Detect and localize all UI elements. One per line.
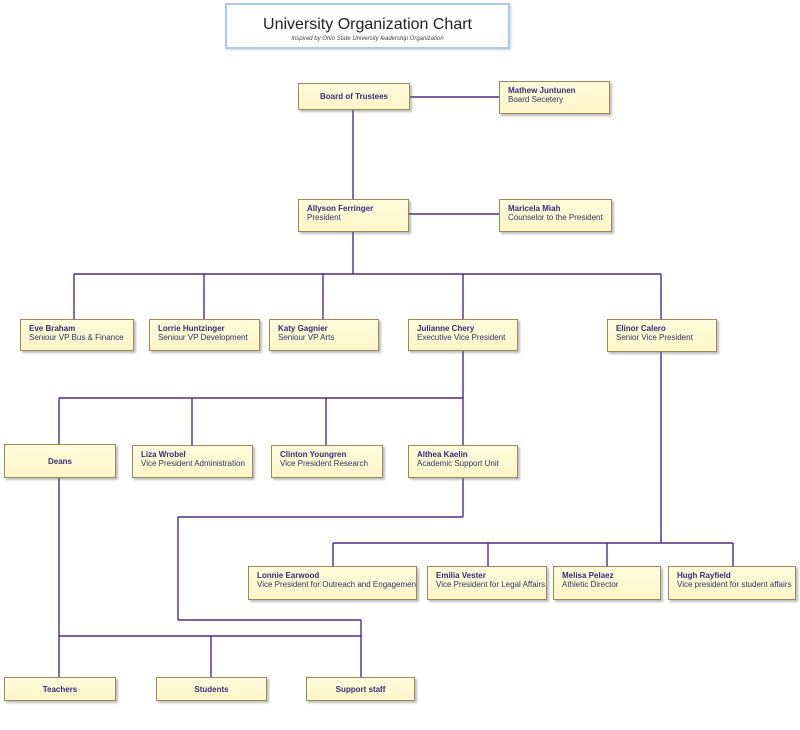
node-liza-wrobel[interactable]: Liza Wrobel Vice President Administratio…	[132, 445, 253, 478]
node-eve-braham[interactable]: Eve Braham Seniour VP Bus & Finance	[20, 319, 134, 351]
node-name: Students	[194, 684, 229, 694]
node-president[interactable]: Allyson Ferringer President	[298, 199, 409, 232]
node-julianne-chery[interactable]: Julianne Chery Executive Vice President	[408, 319, 518, 351]
node-role: Senior Vice President	[616, 333, 693, 342]
chart-subtitle: Inspired by Ohio State University leader…	[291, 36, 444, 42]
node-teachers[interactable]: Teachers	[4, 677, 116, 701]
node-deans[interactable]: Deans	[4, 444, 116, 478]
node-name: Board of Trustees	[319, 92, 388, 101]
node-name: Elinor Calero	[616, 324, 666, 333]
node-name: Support staff	[335, 684, 386, 694]
node-board-of-trustees[interactable]: Board of Trustees	[298, 83, 410, 110]
node-role: Vice President Research	[280, 459, 368, 468]
node-name: Julianne Chery	[417, 324, 475, 333]
node-role: Vice president for student affairs	[677, 580, 792, 589]
node-hugh-rayfield[interactable]: Hugh Rayfield Vice president for student…	[668, 566, 796, 600]
node-name: Mathew Juntunen	[508, 86, 576, 95]
node-role: Board Secetery	[508, 95, 564, 104]
node-name: Emilia Vester	[436, 571, 486, 580]
node-elinor-calero[interactable]: Elinor Calero Senior Vice President	[607, 319, 717, 352]
node-name: Lonnie Earwood	[257, 571, 320, 580]
node-name: Teachers	[42, 684, 78, 694]
node-name: Lorrie Huntzinger	[158, 324, 225, 333]
node-melisa-pelaez[interactable]: Melisa Pelaez Athletic Director	[553, 566, 661, 600]
node-clinton-youngren[interactable]: Clinton Youngren Vice President Research	[271, 445, 383, 478]
node-name: Allyson Ferringer	[307, 204, 374, 213]
node-althea-kaelin[interactable]: Althea Kaelin Academic Support Unit	[408, 445, 518, 478]
node-name: Liza Wrobel	[141, 450, 186, 459]
node-name: Deans	[47, 456, 72, 466]
node-katy-gagnier[interactable]: Katy Gagnier Seniour VP Arts	[269, 319, 379, 351]
chart-title-box: University Organization Chart Inspired b…	[225, 3, 510, 49]
node-name: Clinton Youngren	[280, 450, 347, 459]
node-board-secretary[interactable]: Mathew Juntunen Board Secetery	[499, 81, 610, 114]
node-lonnie-earwood[interactable]: Lonnie Earwood Vice President for Outrea…	[248, 566, 417, 600]
node-role: Academic Support Unit	[417, 459, 499, 468]
node-role: Seniour VP Development	[158, 333, 248, 342]
node-name: Maricela Miah	[508, 204, 561, 213]
node-role: President	[307, 213, 341, 222]
node-role: Counselor to the President	[508, 213, 603, 222]
node-name: Hugh Rayfield	[677, 571, 731, 580]
node-emilia-vester[interactable]: Emilia Vester Vice President for Legal A…	[427, 566, 547, 600]
node-students[interactable]: Students	[156, 677, 267, 701]
node-role: Seniour VP Bus & Finance	[29, 333, 124, 342]
node-role: Vice President for Outreach and Engageme…	[257, 580, 417, 589]
node-role: Athletic Director	[562, 580, 619, 589]
node-role: Vice President Administration	[141, 459, 245, 468]
node-counselor[interactable]: Maricela Miah Counselor to the President	[499, 199, 612, 232]
node-role: Executive Vice President	[417, 333, 506, 342]
node-lorrie-huntzinger[interactable]: Lorrie Huntzinger Seniour VP Development	[149, 319, 260, 351]
node-name: Katy Gagnier	[278, 324, 328, 333]
node-support-staff[interactable]: Support staff	[306, 677, 415, 701]
node-name: Eve Braham	[29, 324, 76, 333]
node-role: Vice President for Legal Affairs	[436, 580, 546, 589]
chart-title: University Organization Chart	[263, 16, 472, 33]
node-role: Seniour VP Arts	[278, 333, 335, 342]
node-name: Althea Kaelin	[417, 450, 468, 459]
node-name: Melisa Pelaez	[562, 571, 614, 580]
